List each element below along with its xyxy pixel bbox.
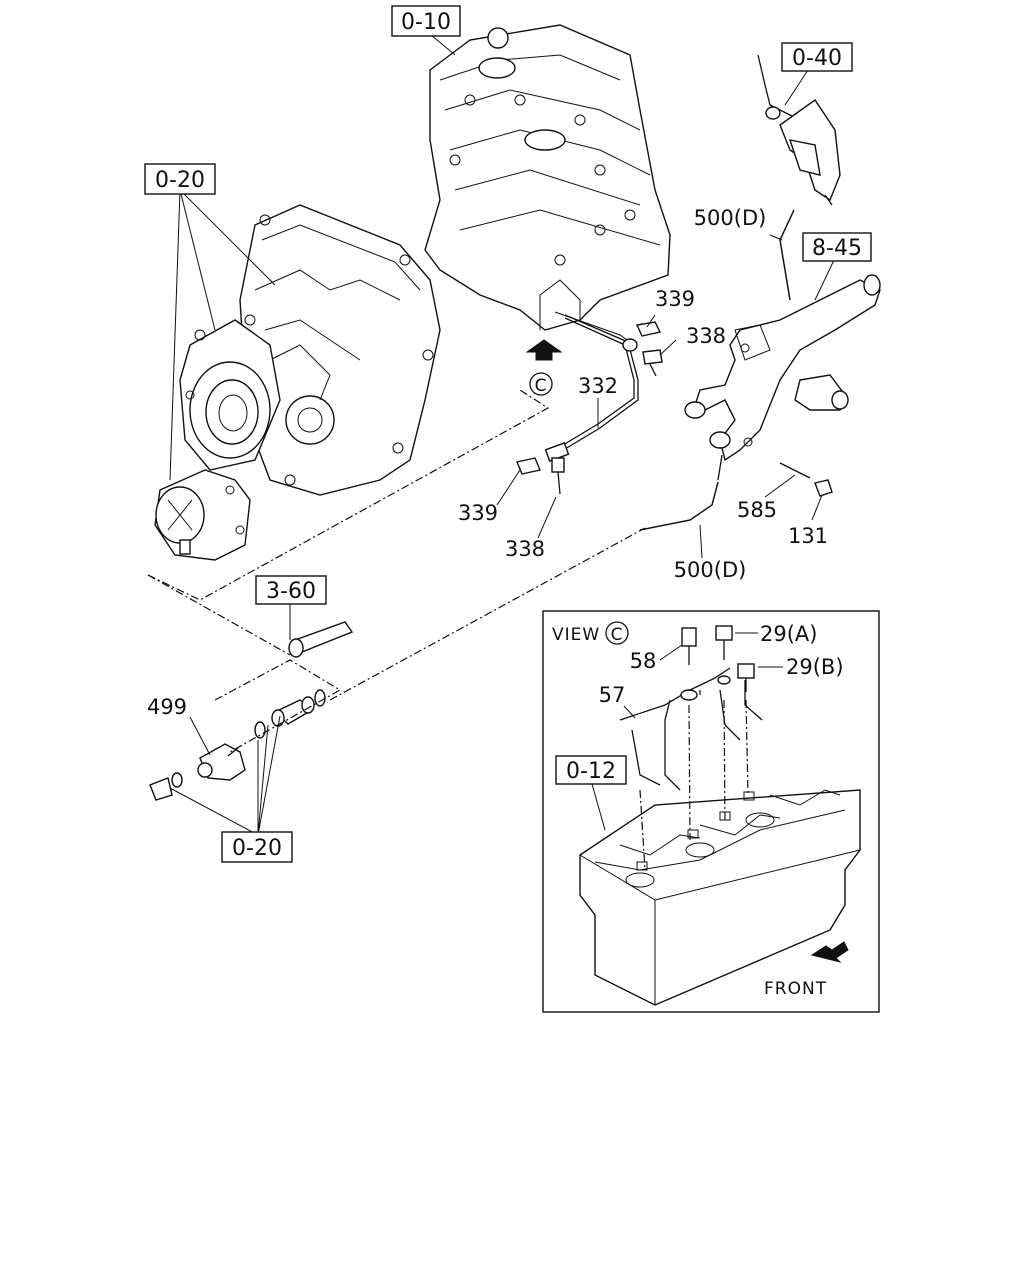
front-cover-illustration <box>179 204 441 496</box>
engine-block-illustration <box>424 24 671 343</box>
fitting-parts-illustration <box>149 621 354 801</box>
callout-332: 332 <box>578 374 618 398</box>
callout-29a: 29(A) <box>760 622 817 646</box>
svg-text:8-45: 8-45 <box>812 236 862 261</box>
callout-58: 58 <box>630 649 657 673</box>
svg-text:3-60: 3-60 <box>266 579 316 604</box>
oil-pipe-332-illustration <box>516 314 663 495</box>
callout-131: 131 <box>788 524 828 548</box>
leader-lines <box>169 29 836 836</box>
callout-499: 499 <box>147 695 187 719</box>
svg-text:0-10: 0-10 <box>401 10 451 35</box>
ref-box-0-10: 0-10 <box>391 5 461 37</box>
assembly-phantom-lines <box>147 389 646 753</box>
hose-assembly-illustration <box>639 54 881 531</box>
view-c-marker: C <box>529 372 553 396</box>
view-c-inset: VIEW C <box>542 610 880 1013</box>
ref-box-0-12: 0-12 <box>566 759 616 784</box>
callout-339-top: 339 <box>655 287 695 311</box>
callout-57: 57 <box>599 683 626 707</box>
ref-box-0-20-top: 0-20 <box>144 163 216 195</box>
svg-text:0-20: 0-20 <box>232 836 282 861</box>
ref-box-3-60: 3-60 <box>255 575 327 605</box>
ref-box-8-45: 8-45 <box>802 232 872 262</box>
callout-338-top: 338 <box>686 324 726 348</box>
svg-text:0-40: 0-40 <box>792 46 842 71</box>
callout-29b: 29(B) <box>786 655 844 679</box>
view-arrow <box>525 339 563 361</box>
ref-box-0-20-bottom: 0-20 <box>221 831 293 863</box>
vacuum-pump-illustration <box>154 469 251 561</box>
svg-text:0-20: 0-20 <box>155 168 205 193</box>
svg-text:C: C <box>535 376 548 396</box>
callout-338-mid: 338 <box>505 537 545 561</box>
view-title: VIEW <box>552 625 600 645</box>
callout-339-mid: 339 <box>458 501 498 525</box>
callout-585: 585 <box>737 498 777 522</box>
callout-500d-top: 500(D) <box>694 206 767 230</box>
front-label: FRONT <box>764 979 827 999</box>
callout-500d-mid: 500(D) <box>674 558 747 582</box>
view-marker: C <box>611 625 624 645</box>
ref-box-0-40: 0-40 <box>781 42 853 72</box>
